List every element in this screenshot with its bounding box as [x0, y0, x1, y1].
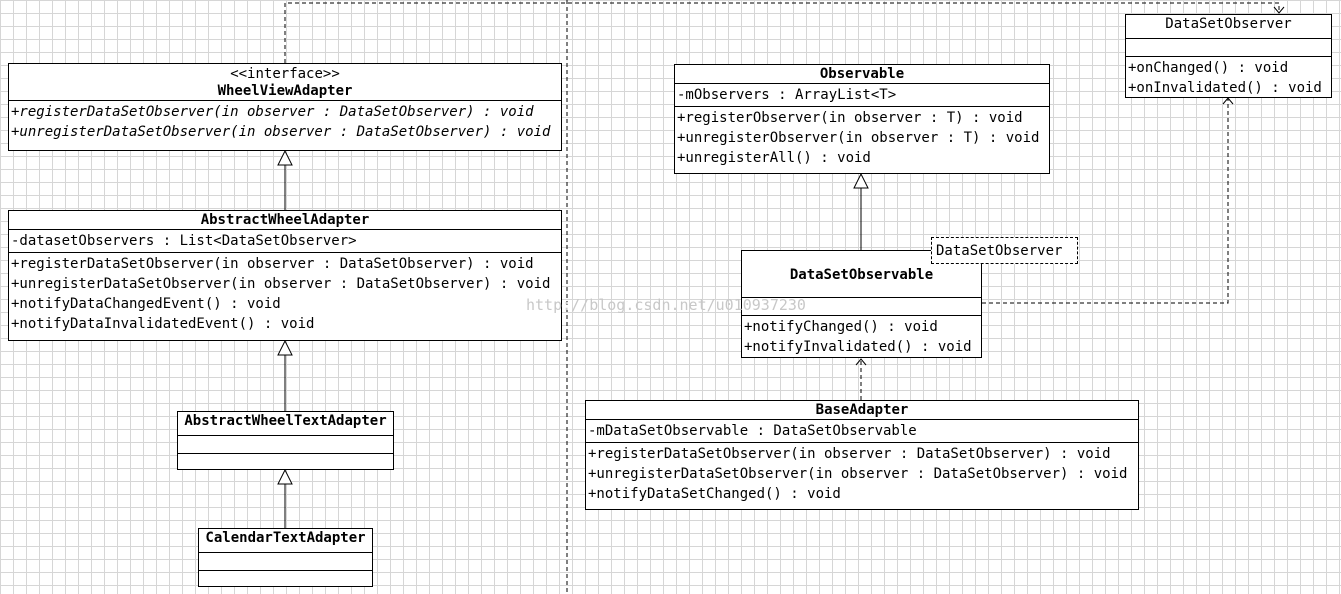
- attributes-compartment: [1126, 38, 1331, 56]
- attribute-row: -datasetObservers : List<DataSetObserver…: [11, 233, 357, 249]
- template-parameter-box: DataSetObserver: [931, 237, 1078, 264]
- class-name: AbstractWheelTextAdapter: [184, 413, 387, 429]
- class-abstractwheeltextadapter[interactable]: AbstractWheelTextAdapter: [177, 411, 394, 470]
- class-baseadapter[interactable]: BaseAdapter -mDataSetObservable : DataSe…: [585, 400, 1139, 510]
- dependency-arrowhead: [855, 358, 867, 366]
- class-datasetobserver[interactable]: DataSetObserver +onChanged() : void +onI…: [1125, 14, 1332, 98]
- method-row: +notifyDataInvalidatedEvent() : void: [11, 316, 315, 332]
- method-row: +unregisterAll() : void: [677, 150, 871, 166]
- method-row: +onInvalidated() : void: [1128, 80, 1322, 96]
- class-observable[interactable]: Observable -mObservers : ArrayList<T> +r…: [674, 64, 1050, 174]
- dependency-arrowhead: [1222, 97, 1234, 105]
- method-row: +unregisterDataSetObserver(in observer :…: [588, 466, 1128, 482]
- method-row: +registerDataSetObserver(in observer : D…: [11, 104, 534, 120]
- attribute-row: -mObservers : ArrayList<T>: [677, 87, 897, 103]
- class-name: BaseAdapter: [815, 402, 909, 418]
- generalization-arrowhead: [277, 468, 293, 485]
- class-name: DataSetObservable: [789, 267, 934, 283]
- template-parameter-label: DataSetObserver: [936, 243, 1063, 259]
- method-row: +notifyDataChangedEvent() : void: [11, 296, 281, 312]
- generalization-arrowhead: [277, 339, 293, 356]
- methods-compartment: [178, 453, 393, 469]
- class-wheelviewadapter[interactable]: <<interface>> WheelViewAdapter +register…: [8, 63, 562, 151]
- attributes-compartment: [199, 552, 372, 570]
- method-row: +unregisterObserver(in observer : T) : v…: [677, 130, 1040, 146]
- class-name: DataSetObserver: [1165, 16, 1292, 32]
- methods-compartment: [199, 570, 372, 586]
- method-row: +registerObserver(in observer : T) : voi…: [677, 110, 1023, 126]
- dependency-arrowhead: [1273, 6, 1285, 14]
- class-name: WheelViewAdapter: [217, 83, 353, 99]
- class-stereotype: <<interface>>: [230, 66, 340, 82]
- attribute-row: -mDataSetObservable : DataSetObservable: [588, 423, 917, 439]
- class-name: Observable: [819, 66, 905, 82]
- attributes-compartment: [178, 435, 393, 453]
- class-name: CalendarTextAdapter: [205, 530, 366, 546]
- method-row: +unregisterDataSetObserver(in observer :…: [11, 276, 551, 292]
- method-row: +registerDataSetObserver(in observer : D…: [588, 446, 1111, 462]
- method-row: +unregisterDataSetObserver(in observer :…: [11, 124, 551, 140]
- watermark-text: http://blog.csdn.net/u010937230: [526, 296, 806, 314]
- dependency-datasetobservable-to-datasetobserver: [982, 98, 1229, 304]
- generalization-arrowhead: [277, 149, 293, 166]
- class-calendartextadapter[interactable]: CalendarTextAdapter: [198, 528, 373, 587]
- method-row: +onChanged() : void: [1128, 60, 1289, 76]
- dependency-wheelviewadapter-to-datasetobserver: [284, 2, 1280, 63]
- method-row: +registerDataSetObserver(in observer : D…: [11, 256, 534, 272]
- attributes-compartment: [742, 297, 981, 315]
- method-row: +notifyDataSetChanged() : void: [588, 486, 841, 502]
- method-row: +notifyInvalidated() : void: [744, 339, 972, 355]
- class-abstractwheeladapter[interactable]: AbstractWheelAdapter -datasetObservers :…: [8, 210, 562, 341]
- class-name: AbstractWheelAdapter: [200, 212, 370, 228]
- class-datasetobservable[interactable]: DataSetObservable +notifyChanged() : voi…: [741, 250, 982, 358]
- generalization-arrowhead: [853, 172, 869, 189]
- method-row: +notifyChanged() : void: [744, 319, 938, 335]
